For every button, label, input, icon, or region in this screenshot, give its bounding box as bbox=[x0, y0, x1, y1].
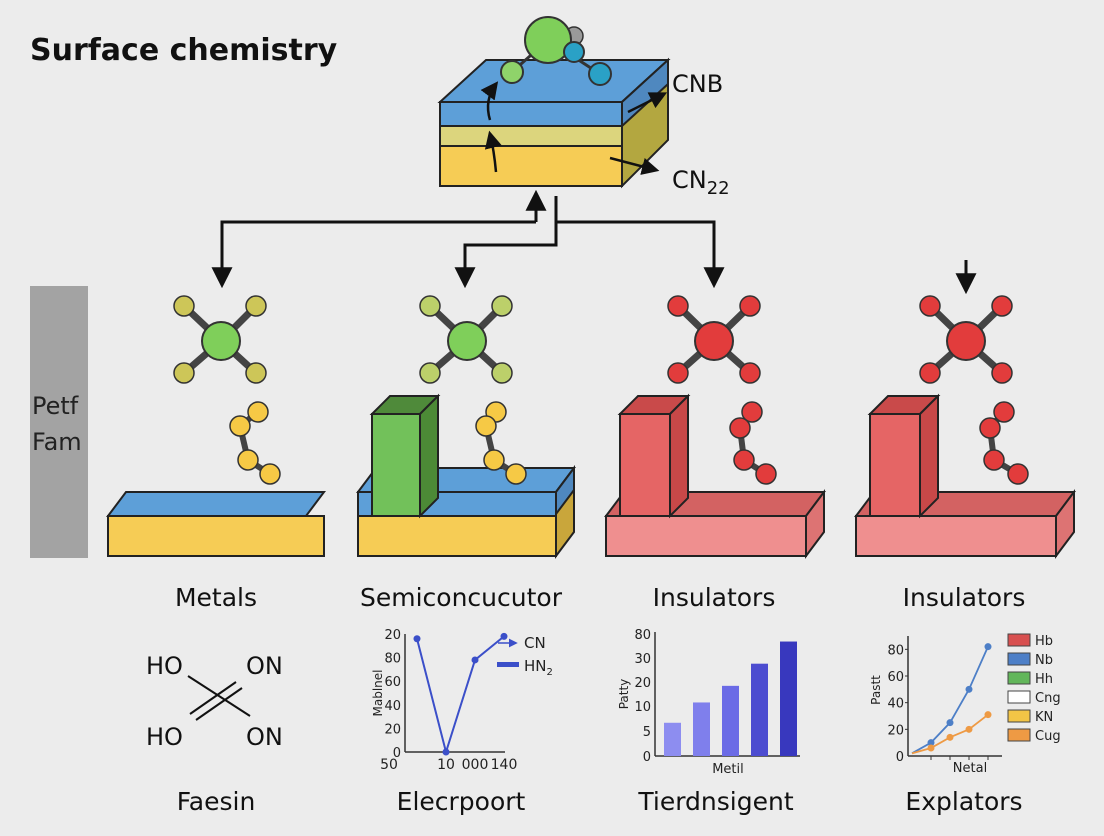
caption-tierdnsigent: Tierdnsigent bbox=[637, 787, 793, 816]
chart1-y-tick: 20 bbox=[384, 628, 401, 643]
chart2-y-tick: 30 bbox=[634, 652, 651, 667]
chart1-y-tick: 80 bbox=[384, 652, 401, 667]
chart3-legend-label: Cng bbox=[1035, 691, 1061, 706]
chart3-point bbox=[965, 685, 973, 693]
chart2-y-tick: 0 bbox=[643, 750, 651, 765]
chart2-bar bbox=[722, 685, 739, 756]
structural-formula: HO ON HO ON bbox=[146, 652, 283, 751]
chart1-legend-label-cn: CN bbox=[524, 634, 546, 652]
chart3-point bbox=[946, 733, 954, 741]
chart2-y-tick: 20 bbox=[634, 676, 651, 691]
chart3-legend-label: Cug bbox=[1035, 729, 1061, 744]
chart3-y-tick: 80 bbox=[887, 643, 904, 658]
chart3-point bbox=[984, 643, 992, 651]
chart3-legend-swatch bbox=[1007, 728, 1031, 742]
chart2-bar bbox=[780, 641, 797, 756]
page-title: Surface chemistry bbox=[30, 33, 338, 68]
semiconductor-illustration bbox=[356, 295, 576, 559]
chart1-legend-marker-hn2 bbox=[497, 662, 519, 667]
chart2-y-tick: 10 bbox=[634, 700, 651, 715]
chart1-point bbox=[442, 748, 450, 756]
caption-faesin: Faesin bbox=[177, 787, 256, 816]
chart3-legend-swatch bbox=[1007, 690, 1031, 704]
connector-arrows bbox=[211, 189, 977, 295]
top-layered-block bbox=[437, 16, 671, 189]
insulators-illustration-1 bbox=[604, 295, 826, 559]
chart1-y-tick: 0 bbox=[393, 746, 401, 761]
chart1-y-tick: 40 bbox=[384, 699, 401, 714]
chart1-x-tick: 50 bbox=[380, 757, 398, 773]
chart1-point bbox=[500, 632, 508, 640]
chart1-series-line bbox=[416, 635, 505, 756]
formula-tl: HO bbox=[146, 652, 183, 680]
chart1-x-tick: 140 bbox=[491, 757, 518, 773]
chart1-legend-label-hn2: HN2 bbox=[524, 657, 553, 678]
chart3-y-tick: 40 bbox=[887, 697, 904, 712]
chart1-y-tick: 60 bbox=[384, 675, 401, 690]
chart1-point bbox=[471, 656, 479, 664]
chart3-legend-label: Hh bbox=[1035, 672, 1053, 687]
caption-explators: Explators bbox=[905, 787, 1022, 816]
column-label-insulators-2: Insulators bbox=[903, 583, 1026, 612]
chart1-point bbox=[413, 635, 421, 643]
chart2-y-label: Patty bbox=[617, 679, 631, 710]
chart3-point bbox=[965, 725, 973, 733]
chart1-x-tick: 000 bbox=[462, 757, 489, 773]
insulators-illustration-2 bbox=[854, 295, 1076, 559]
chart3-y-tick: 0 bbox=[896, 750, 904, 765]
side-label-line-2: Fam bbox=[32, 428, 82, 456]
chart2-y-tick: 5 bbox=[643, 725, 651, 740]
chart3-legend-label: Nb bbox=[1035, 653, 1053, 668]
chart2-bar bbox=[751, 663, 768, 756]
chart1-y-tick: 20 bbox=[384, 722, 401, 737]
side-label-line-1: Petf bbox=[32, 392, 79, 420]
chart3-point bbox=[946, 719, 954, 727]
chart3-y-tick: 20 bbox=[887, 723, 904, 738]
column-label-insulators-1: Insulators bbox=[653, 583, 776, 612]
chart1-legend-sub: 2 bbox=[547, 667, 553, 678]
chart3-x-label: Netal bbox=[953, 761, 987, 776]
column-label-metals: Metals bbox=[175, 583, 257, 612]
chart3-legend-swatch bbox=[1007, 633, 1031, 647]
chart3-legend-label: KN bbox=[1035, 710, 1053, 725]
chart3-point bbox=[927, 744, 935, 752]
chart3-point bbox=[984, 711, 992, 719]
side-bar bbox=[30, 286, 88, 558]
top-label-cn22: CN22 bbox=[672, 166, 730, 199]
chart3-point bbox=[927, 739, 935, 747]
chart3-legend-swatch bbox=[1007, 709, 1031, 723]
chart1-x-tick: 10 bbox=[437, 757, 455, 773]
chart3-y-tick: 60 bbox=[887, 670, 904, 685]
chart3-legend-swatch bbox=[1007, 652, 1031, 666]
top-label-cnb: CNB bbox=[672, 70, 723, 98]
chart3-legend-label: Hb bbox=[1035, 634, 1053, 649]
chart2-x-label: Metil bbox=[712, 762, 744, 777]
chart2-bar bbox=[693, 702, 710, 756]
caption-elecrpoort: Elecrpoort bbox=[397, 787, 526, 816]
chart3-y-label: Pastt bbox=[869, 675, 883, 705]
chart1-y-label: Mablnel bbox=[371, 670, 385, 717]
formula-tr: ON bbox=[246, 652, 283, 680]
metals-illustration bbox=[106, 295, 326, 557]
chart3-legend-swatch bbox=[1007, 671, 1031, 685]
formula-bl: HO bbox=[146, 723, 183, 751]
column-label-semiconductor: Semiconcucutor bbox=[360, 583, 563, 612]
chart2-y-tick: 80 bbox=[634, 628, 651, 643]
formula-br: ON bbox=[246, 723, 283, 751]
top-molecule-center-atom bbox=[524, 16, 572, 64]
chart2-bar bbox=[664, 722, 681, 756]
